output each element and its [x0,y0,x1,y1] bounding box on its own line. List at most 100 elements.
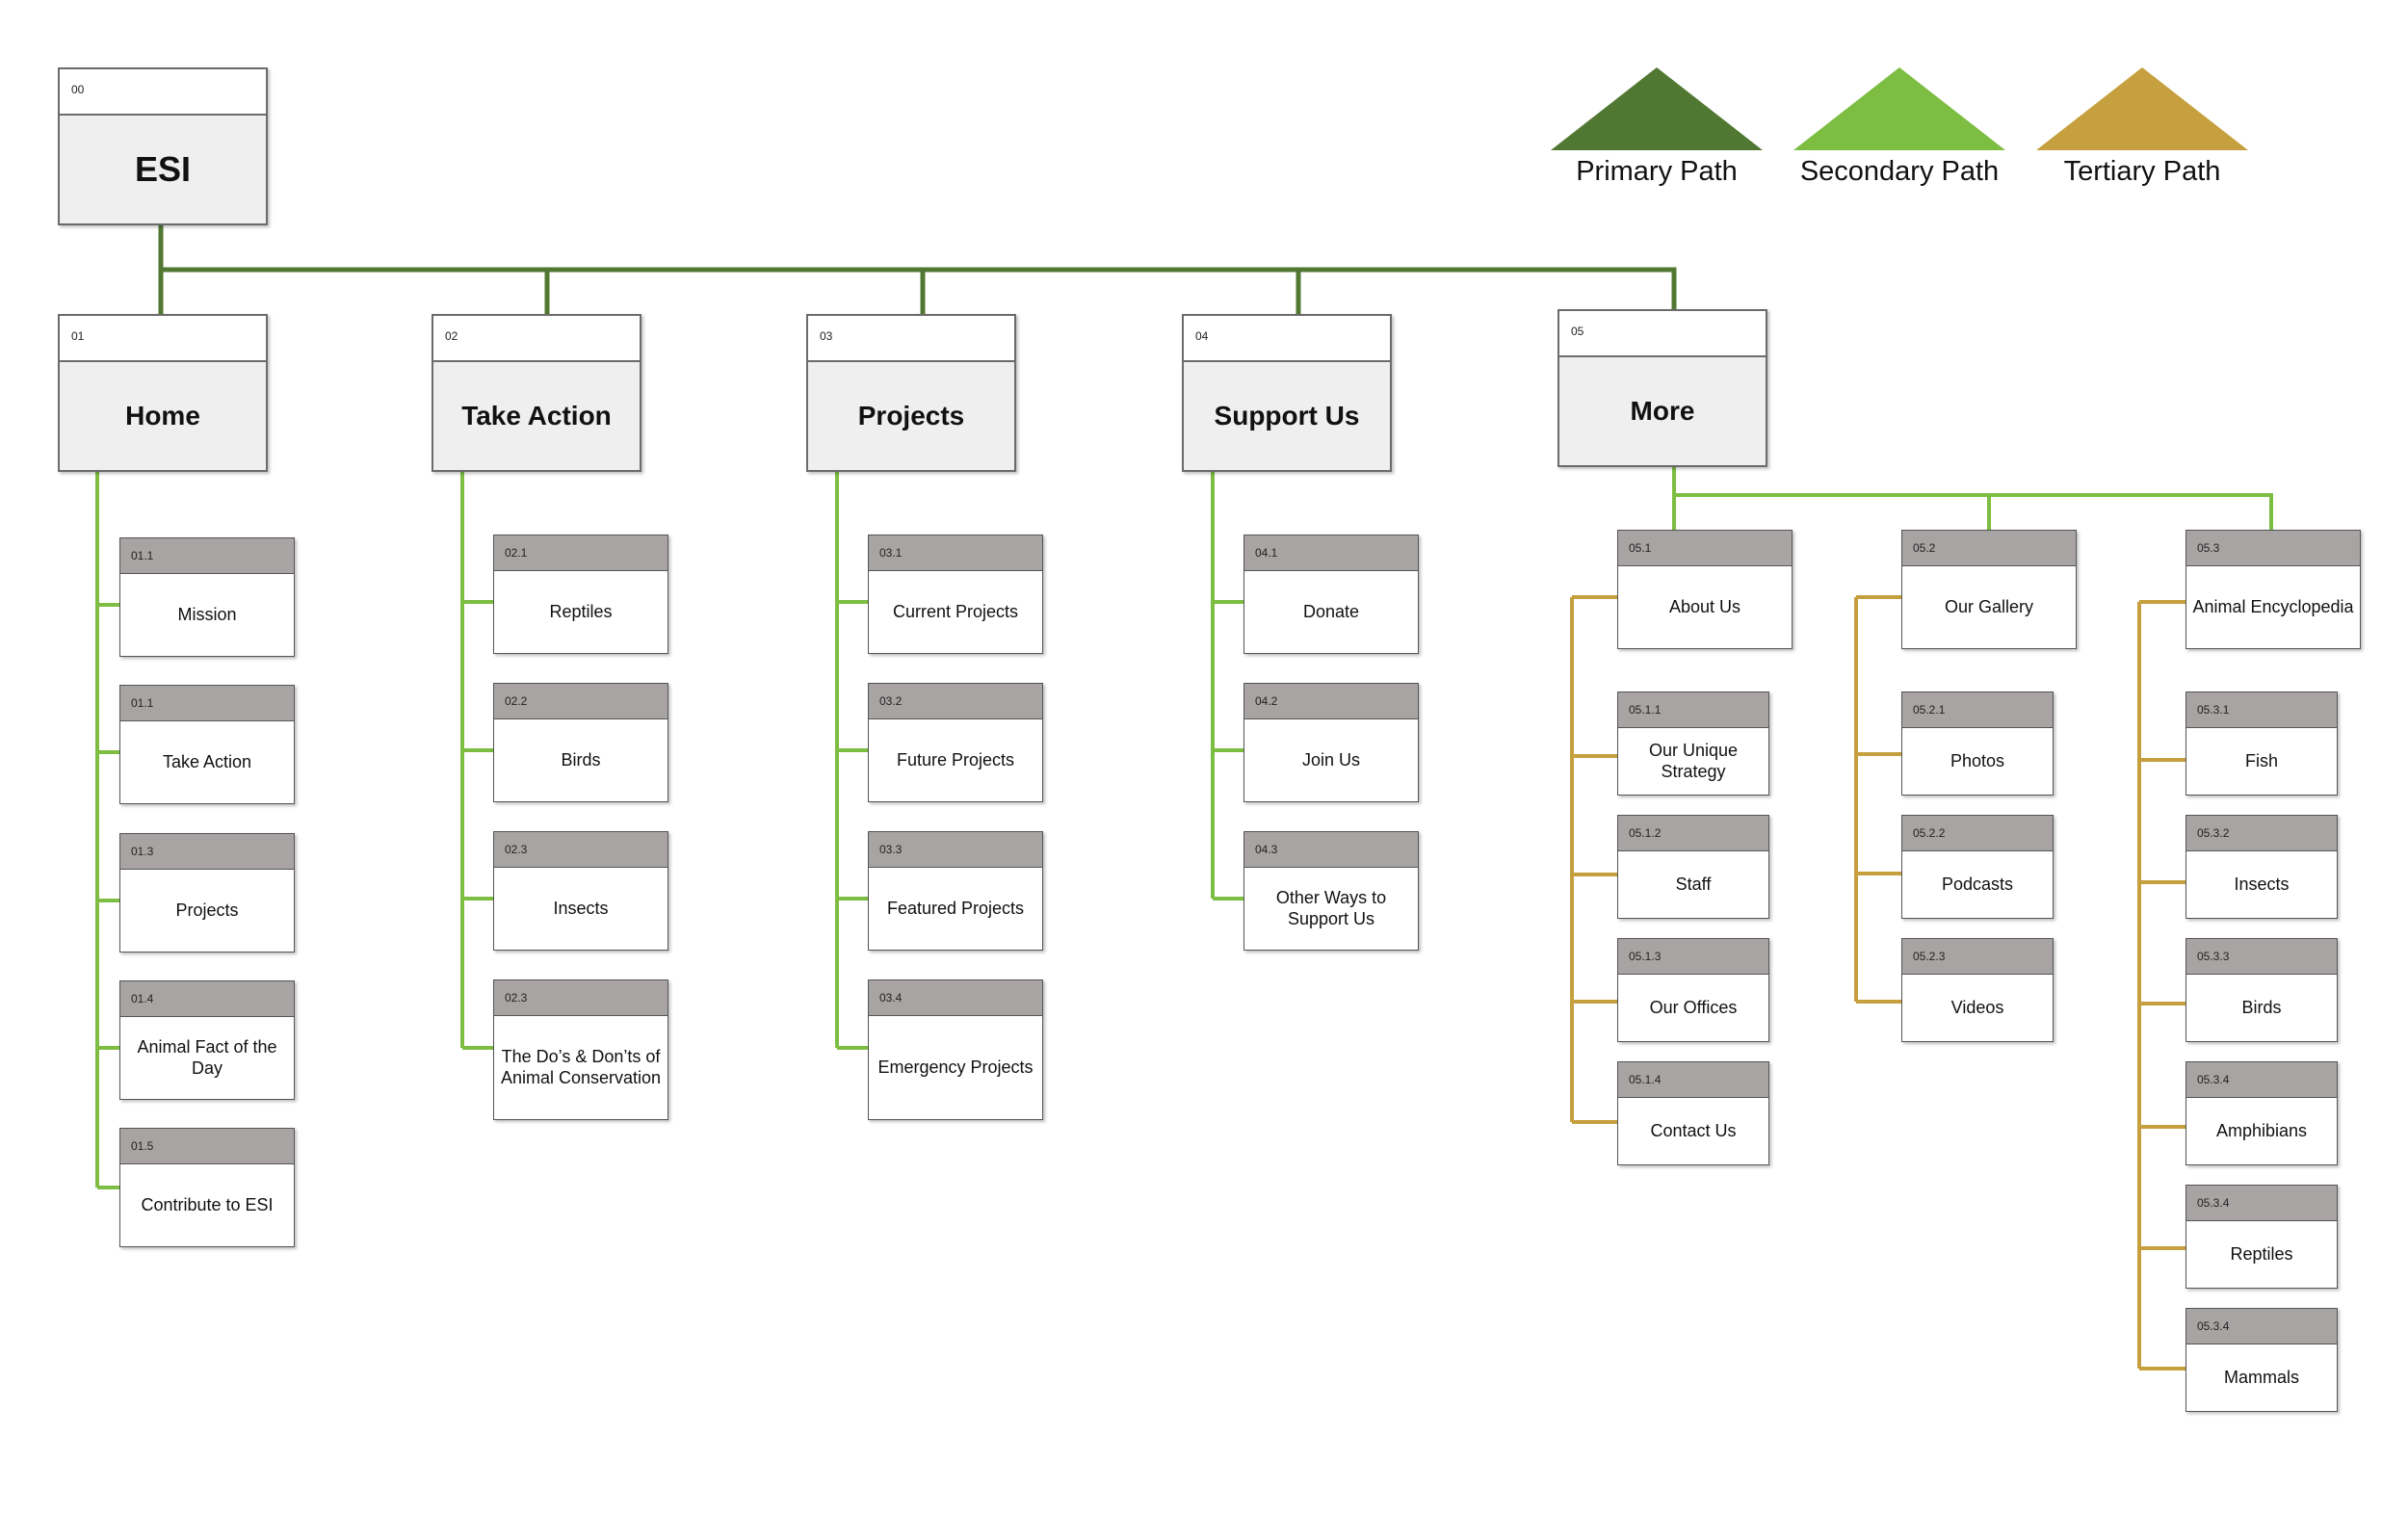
page-label: Current Projects [892,602,1019,621]
page-label: Other Ways to Support Us [1275,888,1387,928]
page-code: 05.3 [2197,541,2220,555]
node-code: 04 [1195,329,1209,343]
page-code: 03.3 [879,843,903,856]
page-code: 01.1 [131,696,154,710]
page-code: 01.1 [131,549,154,562]
page-label: Birds [561,750,601,770]
page-code: 05.1.4 [1629,1073,1662,1086]
node-title: ESI [60,116,266,223]
node-title: More [1559,357,1766,465]
page-label: Our Unique Strategy [1648,741,1739,781]
node-code: 05 [1571,325,1584,338]
page-label: Mission [177,605,237,624]
page-label: Contribute to ESI [141,1195,274,1214]
page-label: Our Gallery [1944,597,2034,616]
page-code: 03.2 [879,694,903,708]
node-title: Home [60,362,266,470]
secondary-path-triangle [1793,67,2005,150]
page-label: Animal Fact of the Day [137,1037,277,1078]
page-code: 05.1.2 [1629,826,1662,840]
page-code: 05.3.4 [2197,1073,2230,1086]
page-label: Mammals [2223,1368,2299,1387]
page-code: 05.2 [1913,541,1936,555]
page-label: Staff [1675,874,1712,894]
page-code: 05.2.3 [1913,950,1946,963]
legend-secondary: Secondary Path [1793,65,2005,200]
page-label: Take Action [162,752,252,771]
primary-path-triangle [1551,67,1763,150]
page-code: 05.1.1 [1629,703,1662,717]
legend-label: Secondary Path [1799,156,2000,187]
section-projects: 03 Projects [806,314,1016,472]
node-code: 00 [71,83,85,96]
page-label: Animal Encyclopedia [2192,597,2354,616]
page-label: Donate [1302,602,1360,621]
secondary-connector [1672,467,2273,530]
tertiary-path-triangle [2036,67,2248,150]
node-code: 02 [445,329,458,343]
page-label: Fish [2244,751,2278,770]
root-node: 00 ESI [58,67,268,225]
page-code: 01.3 [131,845,154,858]
page-label: Join Us [1301,750,1361,770]
page-code: 02.3 [505,843,528,856]
page-label: The Do’s & Don’ts of Animal Conservation [500,1047,662,1087]
page-code: 05.1 [1629,541,1652,555]
page-label: Our Offices [1649,998,1738,1017]
page-label: Featured Projects [886,899,1025,918]
page-code: 05.2.2 [1913,826,1946,840]
page-code: 04.3 [1255,843,1278,856]
page-label: Amphibians [2215,1121,2308,1140]
page-label: Contact Us [1650,1121,1737,1140]
page-code: 05.2.1 [1913,703,1946,717]
page-label: Future Projects [896,750,1015,770]
page-label: About Us [1668,597,1741,616]
section-take-action: 02 Take Action [432,314,641,472]
page-label: Insects [2234,874,2290,894]
page-label: Videos [1950,998,2004,1017]
page-code: 05.3.1 [2197,703,2230,717]
page-code: 04.1 [1255,546,1278,560]
page-code: 05.3.4 [2197,1196,2230,1210]
page-code: 04.2 [1255,694,1278,708]
page-code: 02.1 [505,546,528,560]
legend-label: Tertiary Path [2063,156,2221,187]
legend-tertiary: Tertiary Path [2036,65,2248,200]
node-title: Projects [808,362,1014,470]
section-more: 05 More [1557,309,1767,467]
page-code: 01.4 [131,992,154,1005]
node-title: Support Us [1184,362,1390,470]
section-support-us: 04 Support Us [1182,314,1392,472]
page-label: Emergency Projects [877,1057,1034,1077]
page-code: 05.3.2 [2197,826,2230,840]
page-code: 03.1 [879,546,903,560]
node-code: 01 [71,329,85,343]
page-label: Podcasts [1941,874,2014,894]
